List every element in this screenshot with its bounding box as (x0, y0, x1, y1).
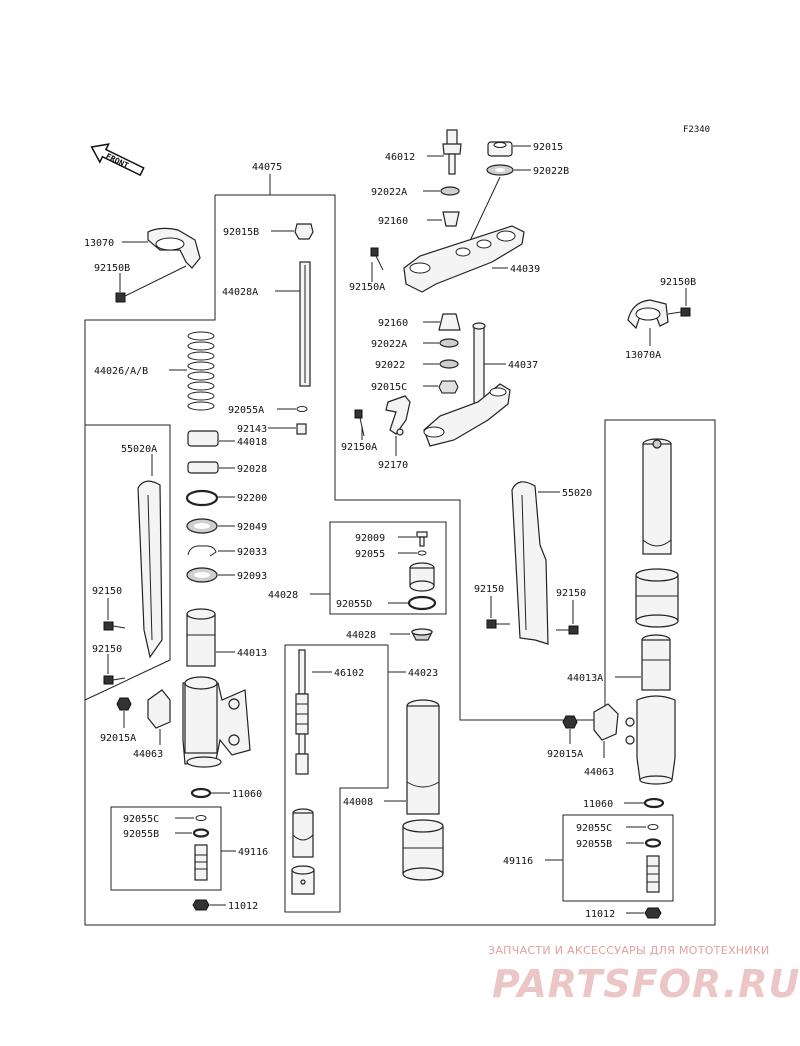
label-44018: 44018 (237, 437, 267, 448)
valve-49116-left (194, 844, 208, 881)
label-44063-left: 44063 (133, 749, 163, 760)
label-92033: 92033 (237, 547, 267, 558)
label-92022: 92022 (375, 360, 405, 371)
bolt-92150-right-1 (486, 619, 510, 629)
label-92055C-left: 92055C (123, 814, 159, 825)
label-92150-right-2: 92150 (556, 588, 586, 599)
label-92049: 92049 (237, 522, 267, 533)
watermark-caption: ЗАПЧАСТИ И АКСЕССУАРЫ ДЛЯ МОТОТЕХНИКИ (488, 944, 770, 957)
label-46102: 46102 (334, 668, 364, 679)
label-92143: 92143 (237, 424, 267, 435)
box-49116-left (110, 806, 222, 891)
bracket-92170 (385, 395, 411, 436)
label-92055: 92055 (355, 549, 385, 560)
inner-tube-44013A (625, 634, 676, 785)
damper-parts (291, 808, 315, 895)
label-92022A-top: 92022A (371, 187, 407, 198)
front-arrow-icon: FRONT (90, 143, 145, 177)
outer-tube-right (635, 438, 679, 628)
label-92055A: 92055A (228, 405, 264, 416)
bolt-92150B-right (667, 307, 691, 317)
label-92015A-right: 92015A (547, 749, 583, 760)
screw-92009 (416, 531, 428, 547)
label-92150-left-2: 92150 (92, 644, 122, 655)
label-92009: 92009 (355, 533, 385, 544)
label-92015: 92015 (533, 142, 563, 153)
label-44028A: 44028A (222, 287, 258, 298)
clamp-13070 (147, 227, 201, 269)
label-92170: 92170 (378, 460, 408, 471)
label-92150A-mid: 92150A (341, 442, 377, 453)
label-11012-left: 11012 (228, 901, 258, 912)
label-92160-top: 92160 (378, 216, 408, 227)
label-13070A: 13070A (625, 350, 661, 361)
label-92015C: 92015C (371, 382, 407, 393)
valve-44028 (409, 562, 435, 592)
label-46012: 46012 (385, 152, 415, 163)
watermark-logo[interactable]: PARTSFOR.RU (492, 962, 800, 1006)
label-44008: 44008 (343, 797, 373, 808)
label-92055C-right: 92055C (576, 823, 612, 834)
label-92150B-left: 92150B (94, 263, 130, 274)
bolt-92150B-left (115, 265, 187, 303)
label-44063-right: 44063 (584, 767, 614, 778)
label-44023: 44023 (408, 668, 438, 679)
fork-outline (84, 194, 716, 926)
inner-tube-44013 (186, 608, 216, 667)
valve-49116-right (646, 855, 660, 893)
fork-guard-55020 (511, 481, 549, 645)
label-92015B: 92015B (223, 227, 259, 238)
label-49116-right: 49116 (503, 856, 533, 867)
box-49116-right (562, 814, 674, 902)
nut-92015 (487, 141, 513, 157)
bolt-92150-right-2 (556, 625, 579, 635)
label-11060-right: 11060 (583, 799, 613, 810)
label-92150-left-1: 92150 (92, 586, 122, 597)
clamp-13070A (627, 299, 669, 330)
label-92093: 92093 (237, 571, 267, 582)
bolt-92150-left-2 (103, 675, 126, 685)
label-92200: 92200 (237, 493, 267, 504)
label-92055B-right: 92055B (576, 839, 612, 850)
cap-46012 (442, 129, 462, 175)
label-44037: 44037 (508, 360, 538, 371)
nut-92015B (294, 223, 314, 240)
label-44013A: 44013A (567, 673, 603, 684)
label-44026: 44026/A/B (94, 366, 148, 377)
label-92150B-right: 92150B (660, 277, 696, 288)
label-92028: 92028 (237, 464, 267, 475)
label-13070: 13070 (84, 238, 114, 249)
label-92022A-mid: 92022A (371, 339, 407, 350)
label-92015A-left: 92015A (100, 733, 136, 744)
label-11012-right: 11012 (585, 909, 615, 920)
label-11060-left: 11060 (232, 789, 262, 800)
axle-holder-left (182, 676, 251, 768)
steering-stem-44037 (423, 322, 511, 447)
bolt-92150A-top (370, 247, 384, 271)
label-55020A: 55020A (121, 444, 157, 455)
label-44028-box: 44028 (268, 590, 298, 601)
figure-code: F2340 (683, 125, 710, 135)
upper-bracket-44039 (403, 225, 525, 293)
label-92160-mid: 92160 (378, 318, 408, 329)
bolt-92150-left-1 (103, 621, 126, 631)
bolt-92150A-mid (354, 409, 365, 437)
box-44028 (329, 521, 447, 615)
label-92022B: 92022B (533, 166, 569, 177)
label-49116-left: 49116 (238, 847, 268, 858)
label-44075: 44075 (252, 162, 282, 173)
spring-44026 (187, 331, 215, 411)
label-44028: 44028 (346, 630, 376, 641)
label-92055D: 92055D (336, 599, 372, 610)
rod-46102 (295, 649, 309, 775)
label-55020: 55020 (562, 488, 592, 499)
label-92150A-top: 92150A (349, 282, 385, 293)
label-92055B-left: 92055B (123, 829, 159, 840)
label-44013: 44013 (237, 648, 267, 659)
label-92150-right-1: 92150 (474, 584, 504, 595)
label-44039: 44039 (510, 264, 540, 275)
outer-tube-44008 (402, 699, 444, 881)
